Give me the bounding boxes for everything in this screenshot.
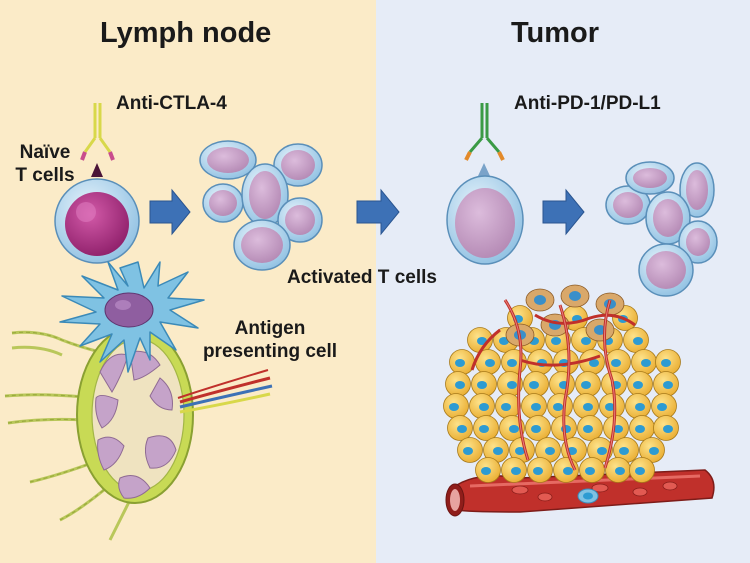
tumor-cell-nucleus <box>463 447 473 455</box>
tumor-cell-nucleus <box>583 425 593 433</box>
tumor-cell-nucleus <box>633 381 643 389</box>
tumor-cell-nucleus <box>531 425 541 433</box>
tumor-cell-nucleus <box>563 467 573 475</box>
anti-pd1-pdl1-label: Anti-PD-1/PD-L1 <box>514 93 661 114</box>
antigen-label-line2: presenting cell <box>202 341 338 362</box>
tumor-cell-nucleus <box>663 381 673 389</box>
naive-t-cells-label: Naïve T cells <box>6 141 84 187</box>
tumor-cell-nucleus <box>511 467 521 475</box>
invading-cell-nucleus <box>594 325 606 335</box>
antigen-presenting-cell-label: Antigen presenting cell <box>190 317 350 363</box>
activated-t-cells-lymph-icon <box>199 140 323 271</box>
tumor-cell-nucleus <box>501 403 511 411</box>
tumor-cell-nucleus <box>533 467 543 475</box>
lymph-node-icon <box>4 326 273 541</box>
activated-t-cells-tumor-icon <box>605 161 718 297</box>
tumor-cell-nucleus <box>581 337 591 345</box>
tumor-cell-nucleus <box>551 337 561 345</box>
lymph-node-title: Lymph node <box>100 17 272 49</box>
tumor-cell-nucleus <box>613 425 623 433</box>
naive-label-line2: T cells <box>15 165 75 186</box>
antigen-presenting-cell-icon <box>59 261 205 373</box>
antigen-label-line1: Antigen <box>234 318 306 339</box>
anti-ctla4-label: Anti-CTLA-4 <box>116 93 227 114</box>
anti-ctla4-antibody-icon <box>80 103 115 177</box>
tumor-mass-icon <box>443 284 681 483</box>
tumor-cell-nucleus <box>457 425 467 433</box>
arrow-lymph-to-tumor <box>356 188 400 236</box>
naive-t-cell-icon <box>54 178 140 264</box>
arrow-tumor-tcell-to-activated <box>542 188 585 236</box>
tumor-cell-nucleus <box>455 381 465 389</box>
tumor-cell-nucleus <box>605 403 615 411</box>
tumor-cell-nucleus <box>507 359 517 367</box>
tumor-cell-nucleus <box>515 447 525 455</box>
tumor-cell-nucleus <box>583 403 593 411</box>
tumor-cell-nucleus <box>509 425 519 433</box>
tumor-cell-nucleus <box>635 467 645 475</box>
tumor-cell-nucleus <box>597 447 607 455</box>
tumor-cell-nucleus <box>507 381 517 389</box>
tumor-cell-nucleus <box>611 359 621 367</box>
naive-label-line1: Naïve <box>19 142 71 163</box>
tumor-cell-nucleus <box>545 447 555 455</box>
tumor-t-cell-icon <box>446 175 524 265</box>
tumor-cell-nucleus <box>633 337 643 345</box>
tumor-cell-nucleus <box>485 359 495 367</box>
tumor-cell-nucleus <box>529 381 539 389</box>
tumor-cell-nucleus <box>585 467 595 475</box>
arrow-naive-to-activated <box>149 188 191 236</box>
lymph-node-panel <box>0 0 376 563</box>
tumor-cell-nucleus <box>635 425 645 433</box>
tumor-cell-nucleus <box>481 467 491 475</box>
tumor-cell-nucleus <box>641 359 651 367</box>
tumor-cell-nucleus <box>479 403 489 411</box>
tumor-cell-nucleus <box>479 425 489 433</box>
tumor-title: Tumor <box>511 17 600 49</box>
invading-cell-nucleus <box>534 295 546 305</box>
invading-cell-nucleus <box>569 291 581 301</box>
tumor-cell-nucleus <box>661 359 671 367</box>
tumor-cell-nucleus <box>449 403 459 411</box>
tumor-cell-nucleus <box>619 447 629 455</box>
tumor-cell-nucleus <box>657 403 667 411</box>
tumor-cell-nucleus <box>615 467 625 475</box>
tumor-cell-nucleus <box>649 447 659 455</box>
tumor-cell-nucleus <box>553 403 563 411</box>
tumor-cell-nucleus <box>581 381 591 389</box>
tumor-cell-nucleus <box>663 425 673 433</box>
tumor-cell-nucleus <box>493 447 503 455</box>
activated-t-cells-label: Activated T cells <box>287 267 437 288</box>
tumor-cell-nucleus <box>455 359 465 367</box>
tumor-cell-nucleus <box>635 403 645 411</box>
tumor-cell-nucleus <box>531 403 541 411</box>
anti-pd1-pdl1-antibody-icon <box>464 103 505 176</box>
tumor-cell-nucleus <box>589 359 599 367</box>
tumor-cell-nucleus <box>477 381 487 389</box>
tumor-capillaries-highlight <box>504 299 616 471</box>
